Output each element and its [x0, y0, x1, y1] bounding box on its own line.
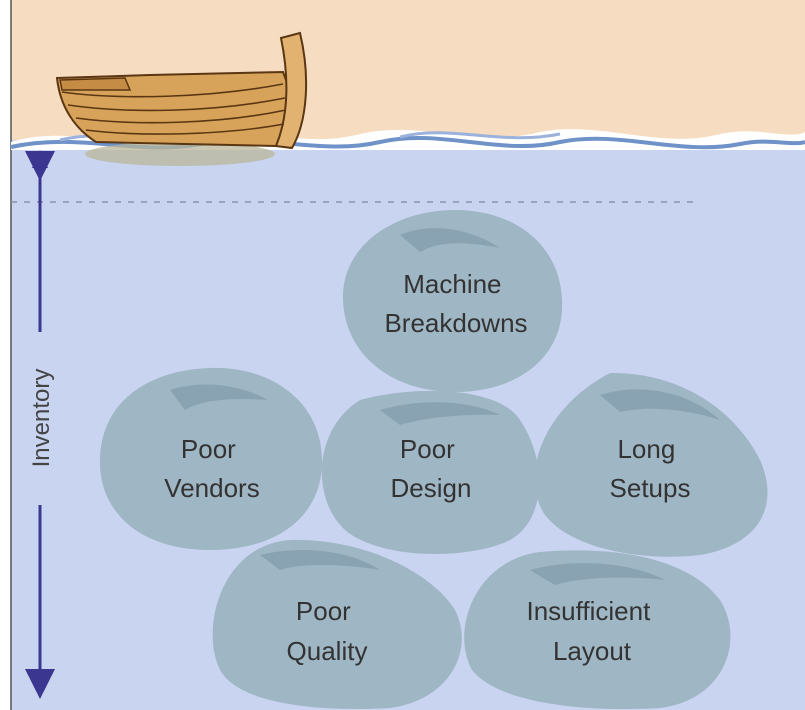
rock-label-line1: Poor — [181, 434, 236, 464]
rock-label-line2: Vendors — [164, 473, 259, 503]
rock-label-line1: Machine — [403, 269, 501, 299]
rock-machine-breakdowns: Machine Breakdowns — [342, 210, 563, 392]
rock-label-line2: Breakdowns — [384, 308, 527, 338]
svg-text:Long Setups: Long Setups — [610, 434, 691, 503]
rock-poor-quality: Poor Quality — [212, 539, 462, 710]
rock-poor-vendors: Poor Vendors — [99, 367, 323, 550]
inventory-level-arrow — [25, 150, 55, 699]
boat-illustration — [55, 31, 308, 166]
svg-text:Poor Vendors: Poor Vendors — [164, 434, 259, 503]
svg-text:Poor Quality: Poor Quality — [287, 596, 368, 666]
rock-poor-design: Poor Design — [321, 390, 540, 554]
svg-text:Insufficient Layout: Insufficient Layout — [526, 596, 657, 666]
inventory-axis-label: Inventory — [28, 369, 55, 468]
rock-label-line2: Setups — [610, 473, 691, 503]
rock-long-setups: Long Setups — [534, 372, 768, 557]
rock-label-line1: Poor — [400, 434, 455, 464]
rock-insufficient-layout: Insufficient Layout — [464, 550, 731, 710]
svg-text:Machine Breakdowns: Machine Breakdowns — [384, 269, 527, 338]
rock-label-line1: Long — [617, 434, 675, 464]
svg-text:Poor Design: Poor Design — [391, 434, 472, 503]
rock-label-line2: Quality — [287, 636, 368, 666]
rock-label-line2: Design — [391, 473, 472, 503]
rock-label-line1: Poor — [296, 596, 351, 626]
rock-label-line1: Insufficient — [526, 596, 651, 626]
rock-label-line2: Layout — [553, 636, 632, 666]
